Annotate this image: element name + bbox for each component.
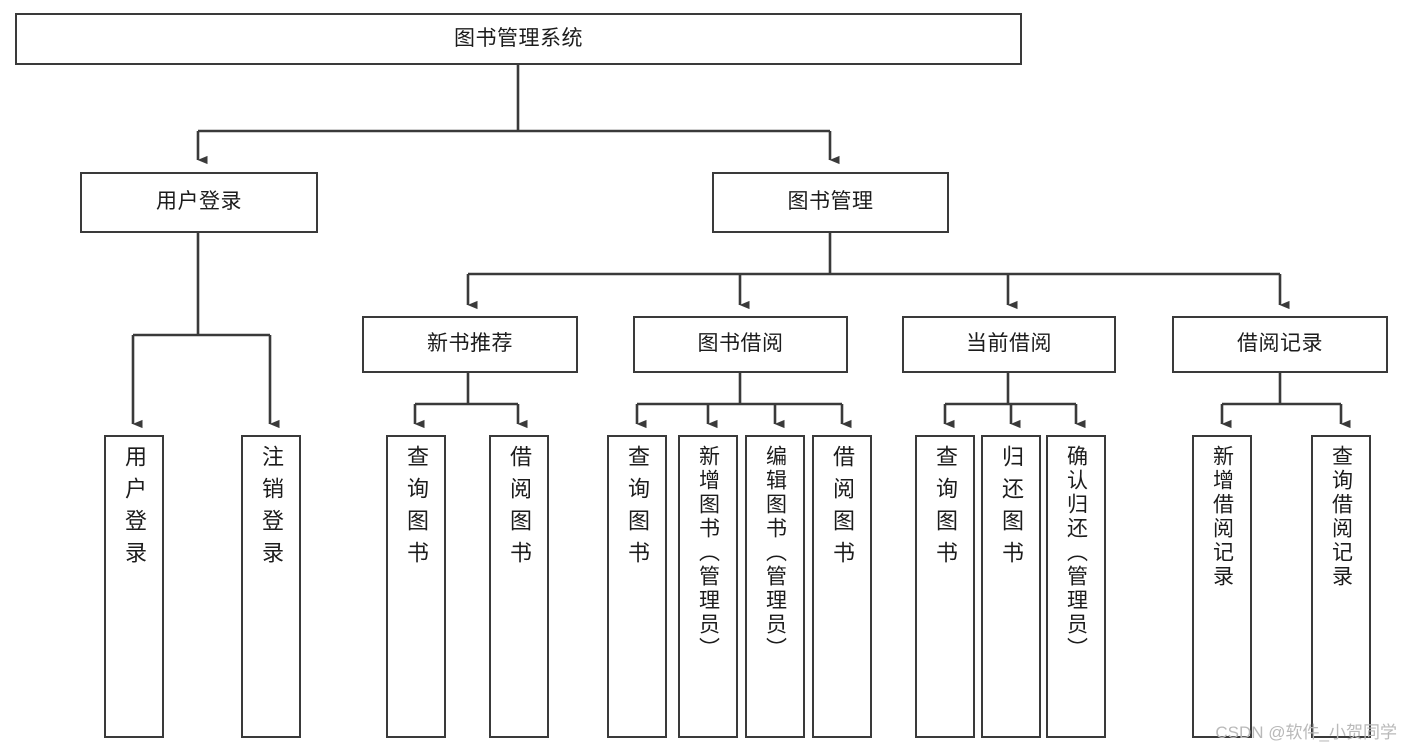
leaf-book-borrow-edit[interactable]: 编辑图书（管理员） <box>745 435 805 738</box>
node-label: 查询图书 <box>933 445 958 573</box>
leaf-user-login-logout[interactable]: 注销登录 <box>241 435 301 738</box>
node-label: 编辑图书（管理员） <box>763 445 787 661</box>
leaf-borrow-record-query[interactable]: 查询借阅记录 <box>1311 435 1371 738</box>
leaf-new-book-borrow[interactable]: 借阅图书 <box>489 435 549 738</box>
node-label: 确认归还（管理员） <box>1064 445 1088 661</box>
node-label: 借阅图书 <box>830 445 855 573</box>
leaf-current-borrow-return[interactable]: 归还图书 <box>981 435 1041 738</box>
watermark: CSDN @软件_小贺同学 <box>1215 723 1397 742</box>
node-label: 用户登录 <box>122 445 147 573</box>
node-label: 借阅记录 <box>1237 332 1323 356</box>
node-book-borrow[interactable]: 图书借阅 <box>633 316 848 373</box>
node-label: 借阅图书 <box>507 445 532 573</box>
node-root-system[interactable]: 图书管理系统 <box>15 13 1022 65</box>
node-label: 新增借阅记录 <box>1210 445 1234 589</box>
leaf-book-borrow-add[interactable]: 新增图书（管理员） <box>678 435 738 738</box>
node-book-management[interactable]: 图书管理 <box>712 172 949 233</box>
node-label: 注销登录 <box>259 445 284 573</box>
node-label: 归还图书 <box>999 445 1024 573</box>
node-user-login[interactable]: 用户登录 <box>80 172 318 233</box>
node-label: 查询图书 <box>625 445 650 573</box>
node-label: 用户登录 <box>156 190 242 214</box>
leaf-new-book-query[interactable]: 查询图书 <box>386 435 446 738</box>
node-borrow-record[interactable]: 借阅记录 <box>1172 316 1388 373</box>
leaf-book-borrow-query[interactable]: 查询图书 <box>607 435 667 738</box>
node-label: 图书管理 <box>787 190 874 214</box>
node-label: 查询借阅记录 <box>1329 445 1353 589</box>
node-label: 新增图书（管理员） <box>696 445 720 661</box>
leaf-current-borrow-confirm-return[interactable]: 确认归还（管理员） <box>1046 435 1106 738</box>
node-label: 当前借阅 <box>966 332 1052 356</box>
leaf-current-borrow-query[interactable]: 查询图书 <box>915 435 975 738</box>
leaf-user-login-login[interactable]: 用户登录 <box>104 435 164 738</box>
node-label: 图书管理系统 <box>454 26 583 50</box>
leaf-borrow-record-add[interactable]: 新增借阅记录 <box>1192 435 1252 738</box>
node-new-book-recommend[interactable]: 新书推荐 <box>362 316 578 373</box>
node-label: 新书推荐 <box>427 332 513 356</box>
node-label: 查询图书 <box>404 445 429 573</box>
node-current-borrow[interactable]: 当前借阅 <box>902 316 1116 373</box>
leaf-book-borrow-borrow[interactable]: 借阅图书 <box>812 435 872 738</box>
node-label: 图书借阅 <box>697 332 784 356</box>
